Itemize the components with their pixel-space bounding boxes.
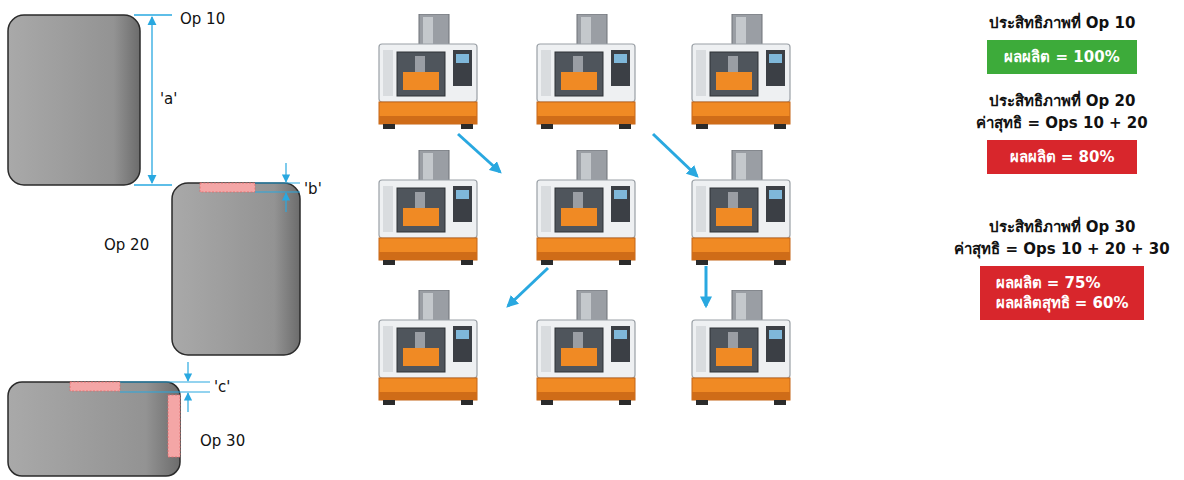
yield-text: ผลผลิต = 75% [996, 273, 1129, 293]
flow-arrow [653, 134, 697, 176]
panel-heading: ประสิทธิภาพที่ Op 30ค่าสุทธิ = Ops 10 + … [954, 216, 1169, 260]
part-op10 [8, 15, 140, 185]
yield-text: ผลผลิตสุทธิ = 60% [996, 293, 1129, 313]
machined-face [168, 395, 180, 457]
dimension-label: 'a' [160, 90, 177, 108]
cnc-machine [692, 14, 790, 129]
dimension-line [151, 17, 152, 183]
part-op30 [8, 382, 180, 476]
box-body: ผลผลิต = 100% [1003, 47, 1121, 67]
yield-text: ผลผลิต = 80% [1003, 147, 1121, 167]
dimension-tick [255, 182, 300, 183]
dimension-arrow [187, 393, 188, 412]
operation-label: Op 20 [104, 236, 149, 254]
cnc-machine [379, 290, 477, 405]
dimension-tick [120, 381, 210, 382]
heading-text: ประสิทธิภาพที่ Op 30 [954, 216, 1169, 238]
cnc-machine [537, 150, 635, 265]
cnc-machine [379, 150, 477, 265]
dimension-tick [255, 191, 300, 192]
yield-box-low: ประสิทธิภาพที่ Op 20ค่าสุทธิ = Ops 10 + … [987, 140, 1137, 174]
yield-box-low: ประสิทธิภาพที่ Op 30ค่าสุทธิ = Ops 10 + … [980, 266, 1145, 320]
operation-label: Op 10 [180, 10, 225, 28]
dimension-arrow [187, 362, 188, 381]
box-body: ผลผลิต = 80% [1003, 147, 1121, 167]
heading-text: ประสิทธิภาพที่ Op 10 [989, 12, 1136, 34]
heading-text: ค่าสุทธิ = Ops 10 + 20 + 30 [954, 238, 1169, 260]
dimension-label: 'c' [214, 378, 231, 396]
panel-heading: ประสิทธิภาพที่ Op 10 [989, 12, 1136, 34]
box-body: ผลผลิต = 75%ผลผลิตสุทธิ = 60% [996, 273, 1129, 313]
yield-text: ผลผลิต = 100% [1003, 47, 1121, 67]
dimension-tick [134, 184, 172, 185]
heading-text: ค่าสุทธิ = Ops 10 + 20 [976, 112, 1147, 134]
part-op20 [172, 183, 300, 355]
dimension-tick [134, 14, 172, 15]
machined-face [200, 183, 255, 192]
flow-arrow [458, 134, 500, 172]
operation-label: Op 30 [200, 432, 245, 450]
cnc-machine [692, 290, 790, 405]
flow-arrow [508, 268, 548, 306]
cnc-machine [692, 150, 790, 265]
cnc-machine [379, 14, 477, 129]
heading-text: ประสิทธิภาพที่ Op 20 [976, 90, 1147, 112]
machined-face [70, 382, 120, 391]
cnc-machine [537, 14, 635, 129]
panel-heading: ประสิทธิภาพที่ Op 20ค่าสุทธิ = Ops 10 + … [976, 90, 1147, 134]
dimension-label: 'b' [304, 180, 322, 198]
dimension-tick [120, 391, 210, 392]
flow-arrow [705, 266, 708, 306]
cnc-machine [537, 290, 635, 405]
dimension-arrow [285, 193, 286, 212]
yield-box-good: ประสิทธิภาพที่ Op 10ผลผลิต = 100% [987, 40, 1137, 74]
dimension-arrow [285, 163, 286, 182]
